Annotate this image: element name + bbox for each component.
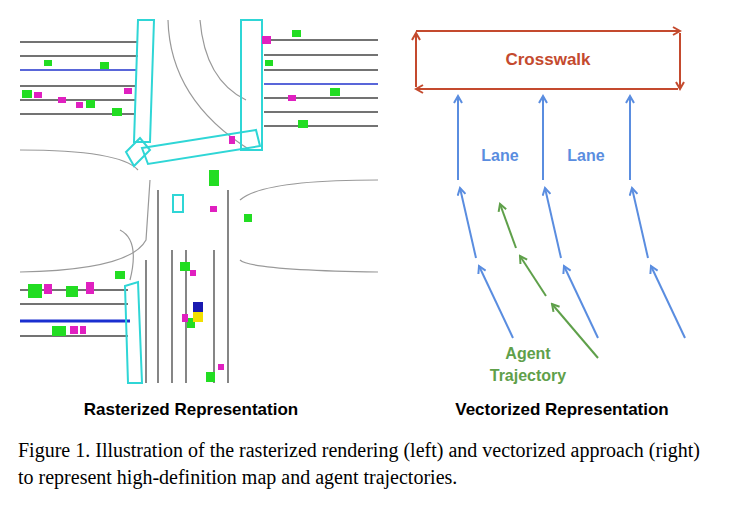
drawn-shape [213, 250, 214, 383]
drawn-shape [20, 150, 138, 170]
drawn-shape [210, 206, 217, 212]
drawn-shape [20, 320, 130, 323]
crosswalk-arrow [415, 33, 417, 87]
drawn-shape [115, 271, 125, 279]
drawn-shape [542, 96, 544, 180]
drawn-shape [52, 326, 66, 336]
drawn-shape [157, 190, 158, 383]
drawn-shape [264, 39, 378, 40]
drawn-shape [262, 36, 271, 44]
crosswalk-arrow [679, 33, 681, 89]
node-text: Crosswalk [505, 50, 590, 70]
drawn-shape [20, 40, 378, 383]
drawn-shape [34, 36, 296, 370]
drawn-shape [86, 282, 94, 294]
drawn-shape [20, 69, 136, 71]
drawn-shape [500, 204, 516, 248]
drawn-shape [229, 136, 235, 144]
drawn-shape [240, 260, 378, 272]
drawn-shape [552, 304, 598, 358]
drawn-shape [44, 284, 52, 294]
drawn-shape [20, 180, 150, 272]
drawn-shape [564, 266, 598, 338]
drawn-shape [44, 60, 52, 66]
drawn-shape [629, 96, 631, 180]
drawn-shape [20, 303, 128, 304]
drawn-shape [86, 100, 95, 108]
drawn-shape [142, 130, 260, 164]
drawn-shape [134, 20, 154, 142]
drawn-shape [244, 214, 252, 222]
drawn-shape [125, 20, 262, 383]
drawn-shape [66, 286, 78, 297]
crosswalk-arrow [416, 30, 680, 32]
drawn-shape [460, 188, 476, 258]
drawn-shape [545, 188, 561, 258]
crosswalk-arrow [416, 88, 678, 90]
raster-map [20, 20, 378, 383]
drawn-shape [264, 83, 378, 85]
trajectory-label: Agent Trajectory [472, 343, 584, 387]
drawn-shape [124, 88, 132, 94]
lane-label: Lane [468, 146, 532, 166]
drawn-shape [200, 20, 246, 100]
drawn-shape [100, 62, 109, 69]
lane-vectors [458, 96, 685, 338]
drawn-shape [76, 102, 83, 108]
drawn-shape [240, 180, 378, 200]
drawn-shape [298, 120, 308, 128]
drawn-shape [479, 266, 513, 338]
drawn-shape [520, 256, 546, 296]
drawn-shape [173, 195, 183, 212]
drawn-shape [330, 88, 340, 96]
drawn-shape [292, 30, 301, 37]
drawn-shape [20, 335, 128, 336]
drawn-shape [20, 41, 138, 42]
drawn-shape [209, 170, 219, 186]
drawn-shape [264, 111, 378, 112]
drawn-shape [20, 55, 138, 56]
agent-trajectory-vectors [500, 204, 598, 358]
drawn-shape [125, 282, 142, 383]
panel-title: Rasterized Representation [18, 399, 364, 420]
drawn-shape [264, 125, 378, 126]
drawn-shape [218, 364, 224, 370]
figure-caption: Figure 1. Illustration of the rasterized… [18, 437, 714, 491]
drawn-shape [227, 190, 228, 383]
drawn-shape [20, 99, 136, 100]
drawn-shape [206, 372, 215, 382]
drawn-shape [145, 260, 146, 383]
drawn-shape [180, 262, 190, 271]
drawn-shape [190, 270, 196, 276]
drawn-shape [80, 326, 86, 334]
drawn-shape [265, 60, 273, 66]
drawn-shape [651, 266, 685, 338]
drawn-shape [20, 85, 136, 86]
lane-label: Lane [554, 146, 618, 166]
panel-title: Vectorized Representation [390, 399, 730, 420]
drawn-shape [193, 312, 203, 322]
drawn-shape [264, 97, 378, 98]
drawn-shape [20, 20, 378, 280]
drawn-shape [168, 20, 250, 150]
drawn-shape [264, 69, 378, 70]
drawn-shape [182, 314, 188, 322]
drawn-shape [126, 138, 150, 166]
drawn-shape [264, 54, 378, 55]
drawn-shape [457, 96, 459, 180]
drawn-shape [288, 95, 296, 101]
drawn-shape [70, 326, 78, 334]
drawn-shape [112, 108, 122, 116]
drawn-shape [58, 97, 66, 103]
drawn-shape [22, 30, 340, 382]
drawn-shape [22, 90, 32, 98]
crosswalk-box: Crosswalk [411, 26, 685, 94]
drawn-shape [171, 250, 172, 383]
drawn-shape [193, 302, 203, 312]
drawn-shape [632, 188, 648, 258]
drawn-shape [28, 284, 42, 298]
drawn-shape [34, 92, 42, 98]
